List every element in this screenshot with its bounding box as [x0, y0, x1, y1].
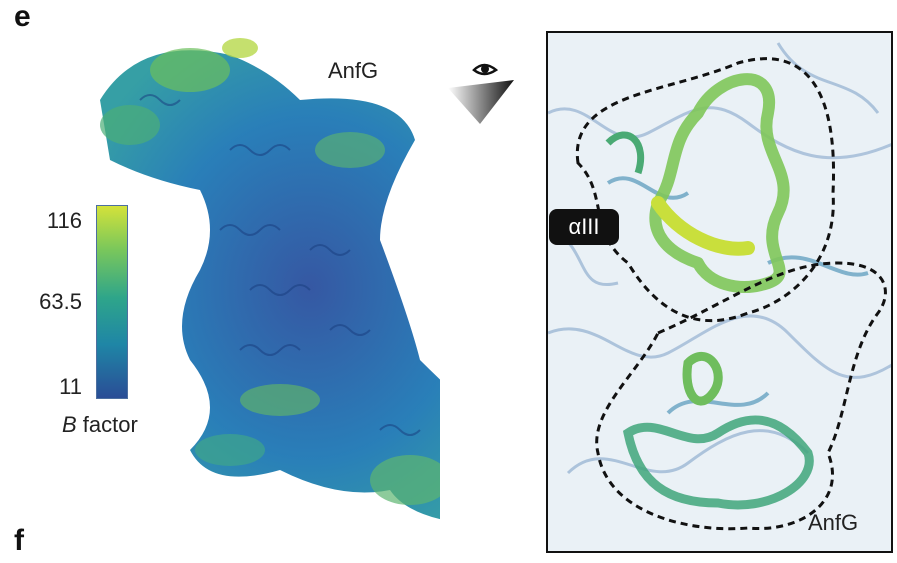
b-factor-colorbar — [96, 205, 128, 399]
eye-icon — [448, 63, 514, 124]
zoom-inset-panel — [546, 31, 893, 553]
anfg-inset-label: AnfG — [808, 510, 859, 535]
panel-label-f: f — [14, 524, 24, 557]
colorbar-max-label: 116 — [46, 208, 82, 233]
panel-label-e: e — [14, 0, 31, 33]
alpha-iii-badge: αIII — [549, 209, 619, 245]
colorbar-mid-label: 63.5 — [39, 289, 82, 314]
anfg-label: AnfG — [328, 58, 379, 83]
colorbar-title: B factor — [62, 412, 138, 437]
protein-structure-illustration — [100, 38, 440, 520]
colorbar-min-label: 11 — [59, 374, 82, 399]
